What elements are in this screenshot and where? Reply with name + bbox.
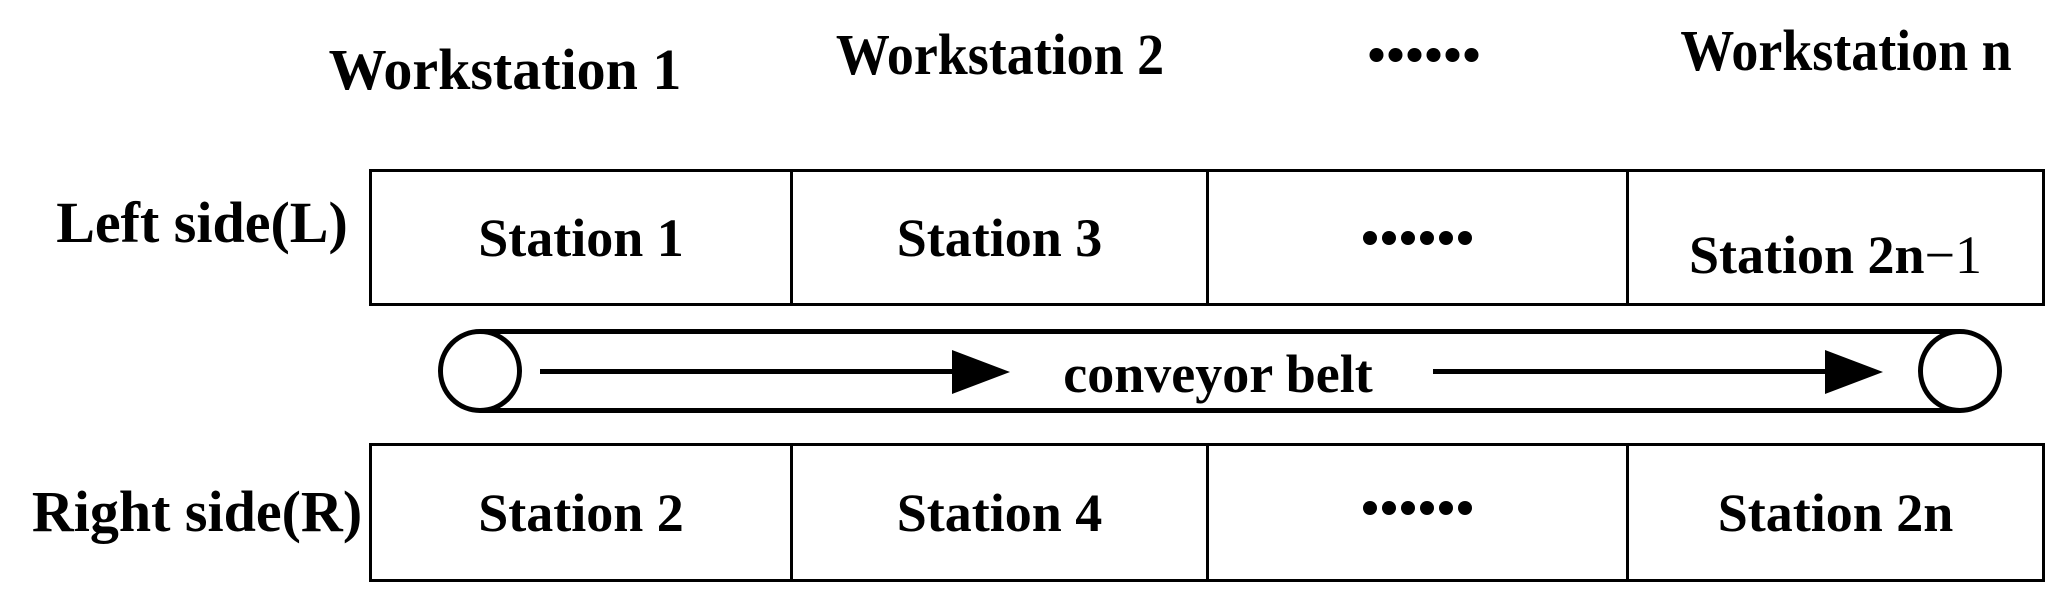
station-2n-minus-1-main: Station 2n [1688,224,1925,285]
belt-bottom-line [480,408,1960,413]
flow-arrow-2-head-icon [1825,350,1883,394]
workstation-n-label: Workstation n [1680,18,2012,83]
station-2n-minus-1-label: Station 2n−1 [1689,228,1982,282]
station-1-label: Station 1 [478,207,684,268]
right-row-ellipsis-cell [1206,446,1626,579]
workstation-ellipsis-dots [1369,48,1479,62]
station-4-cell: Station 4 [790,446,1206,579]
left-row-ellipsis-cell [1206,172,1626,303]
station-4-label: Station 4 [896,482,1103,543]
station-2-label: Station 2 [478,482,684,543]
station-3-cell: Station 3 [790,172,1206,303]
right-row-ellipsis-dots [1363,500,1472,515]
station-2n-cell: Station 2n [1626,446,2042,579]
belt-left-roller-icon [438,329,522,413]
belt-right-roller-icon [1918,329,2002,413]
station-2n-minus-1-suffix: −1 [1924,224,1983,285]
flow-arrow-2-shaft [1433,369,1825,374]
belt-top-line [480,329,1960,334]
flow-arrow-1-shaft [540,369,952,374]
flow-arrow-1-head-icon [952,350,1010,394]
workstation-2-label: Workstation 2 [835,22,1165,87]
station-2-cell: Station 2 [372,446,790,579]
conveyor-belt-label: conveyor belt [1063,344,1373,404]
station-1-cell: Station 1 [372,172,790,303]
right-side-label: Right side(R) [31,479,363,544]
left-row-ellipsis-dots [1363,230,1472,245]
right-side-station-row: Station 2 Station 4 Station 2n [369,443,2045,582]
left-side-label: Left side(L) [56,190,348,255]
workstation-1-label: Workstation 1 [328,37,682,102]
station-3-label: Station 3 [896,207,1103,268]
left-side-station-row: Station 1 Station 3 Station 2n−1 [369,169,2045,306]
station-2n-minus-1-cell: Station 2n−1 [1626,172,2042,303]
station-2n-label: Station 2n [1717,482,1954,543]
